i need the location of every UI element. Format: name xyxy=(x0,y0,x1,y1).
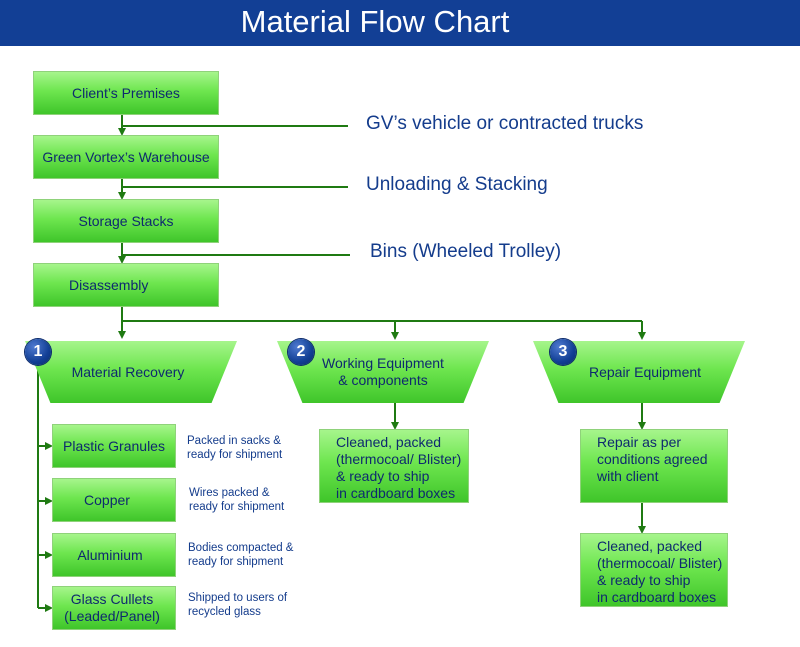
repair-equipment-label: Repair Equipment xyxy=(588,363,702,380)
glass-cullets-line1: Glass Cullets xyxy=(70,591,154,607)
aluminium-box: Aluminium xyxy=(52,533,176,577)
title-bar: Material Flow Chart xyxy=(0,0,800,46)
working-result-line1: Cleaned, packed xyxy=(336,434,442,450)
plastic-note-line2: ready for shipment xyxy=(187,449,283,461)
repair-final-line2: (thermocoal/ Blister) xyxy=(597,555,723,571)
branch-number-1: 1 xyxy=(25,339,51,365)
repair-final-line4: in cardboard boxes xyxy=(597,589,717,605)
warehouse-box: Green Vortex’s Warehouse xyxy=(33,135,219,179)
transition-unloading: Unloading & Stacking xyxy=(366,174,548,195)
working-equipment-result: Cleaned, packed (thermocoal/ Blister) & … xyxy=(319,429,469,503)
branch-number-2: 2 xyxy=(288,339,314,365)
plastic-granules-note: Packed in sacks & ready for shipment xyxy=(187,434,282,462)
repair-result-line1: Repair as per xyxy=(597,434,682,450)
working-result-line4: in cardboard boxes xyxy=(336,485,456,501)
copper-box: Copper xyxy=(52,478,176,522)
repair-final-line3: & ready to ship xyxy=(597,572,691,588)
repair-final-line1: Cleaned, packed xyxy=(597,538,703,554)
repair-result: Repair as per conditions agreed with cli… xyxy=(580,429,728,503)
transition-transport: GV’s vehicle or contracted trucks xyxy=(366,113,644,134)
working-equipment-label: Working Equipment & components xyxy=(322,355,444,389)
glass-cullets-box: Glass Cullets (Leaded/Panel) xyxy=(52,586,176,630)
glass-note-line2: recycled glass xyxy=(188,606,261,618)
repair-result-line3: with client xyxy=(597,468,659,484)
glass-note-line1: Shipped to users of xyxy=(188,592,288,604)
glass-cullets-line2: (Leaded/Panel) xyxy=(64,608,160,624)
glass-cullets-label: Glass Cullets (Leaded/Panel) xyxy=(64,591,160,625)
page-title: Material Flow Chart xyxy=(240,4,510,39)
plastic-granules-box: Plastic Granules xyxy=(52,424,176,468)
material-recovery-box: Material Recovery xyxy=(25,341,237,403)
disassembly-label: Disassembly xyxy=(69,276,149,293)
disassembly-box: Disassembly xyxy=(33,263,219,307)
plastic-note-line1: Packed in sacks & xyxy=(187,435,281,447)
aluminium-note-line1: Bodies compacted & xyxy=(188,542,294,554)
plastic-granules-label: Plastic Granules xyxy=(63,437,165,454)
copper-note-line1: Wires packed & xyxy=(189,487,270,499)
storage-stacks-box: Storage Stacks xyxy=(33,199,219,243)
working-result-line2: (thermocoal/ Blister) xyxy=(336,451,462,467)
aluminium-note: Bodies compacted & ready for shipment xyxy=(188,541,293,569)
material-recovery-label: Material Recovery xyxy=(71,363,185,380)
working-equipment-line1: Working Equipment xyxy=(322,355,444,371)
client-premises-label: Client’s Premises xyxy=(72,84,180,101)
copper-label: Copper xyxy=(84,491,130,508)
working-equipment-line2: & components xyxy=(338,372,428,388)
client-premises-box: Client’s Premises xyxy=(33,71,219,115)
aluminium-note-line2: ready for shipment xyxy=(188,556,284,568)
repair-final-result: Cleaned, packed (thermocoal/ Blister) & … xyxy=(580,533,728,607)
aluminium-label: Aluminium xyxy=(77,546,143,563)
branch-number-3: 3 xyxy=(550,339,576,365)
glass-cullets-note: Shipped to users of recycled glass xyxy=(188,591,287,619)
repair-result-line2: conditions agreed xyxy=(597,451,708,467)
working-result-line3: & ready to ship xyxy=(336,468,430,484)
transition-bins: Bins (Wheeled Trolley) xyxy=(370,241,562,262)
warehouse-label: Green Vortex’s Warehouse xyxy=(42,148,210,165)
copper-note: Wires packed & ready for shipment xyxy=(189,486,284,514)
copper-note-line2: ready for shipment xyxy=(189,501,285,513)
storage-stacks-label: Storage Stacks xyxy=(78,212,174,229)
